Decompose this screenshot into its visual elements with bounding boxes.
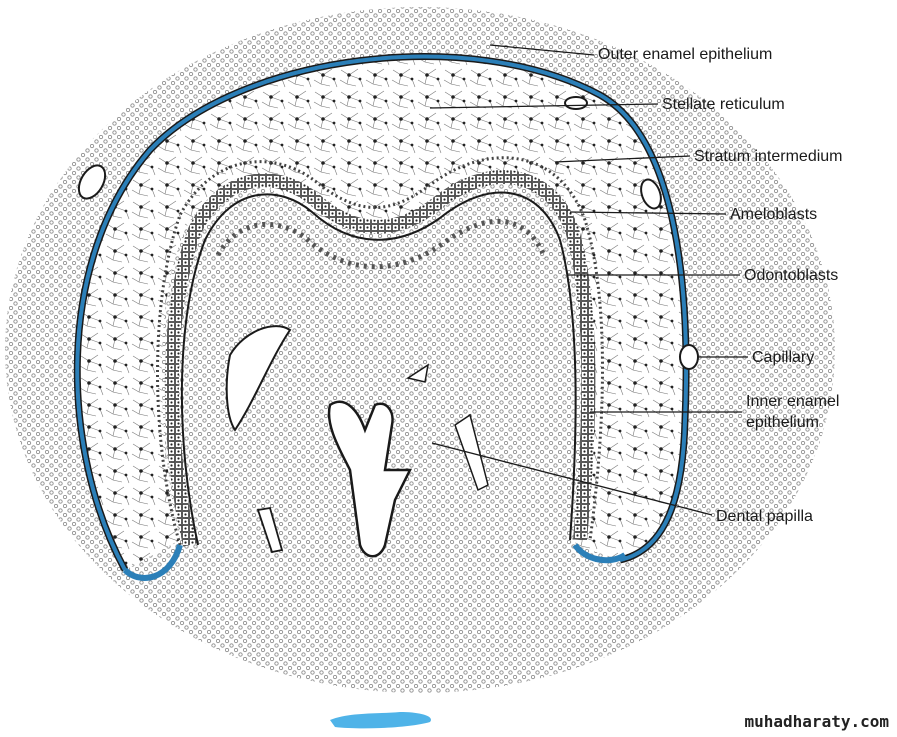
label-inner-enamel-epithelium-line1: Inner enamel — [746, 393, 840, 410]
dental-papilla-region — [196, 207, 561, 560]
label-dental-papilla: Dental papilla — [716, 508, 813, 525]
label-capillary: Capillary — [752, 349, 815, 366]
watermark-splash — [330, 712, 431, 729]
label-stellate-reticulum: Stellate reticulum — [662, 96, 785, 113]
label-inner-enamel-epithelium-line2: epithelium — [746, 414, 819, 431]
stratum-intermedium-layer — [156, 156, 604, 546]
ameloblast-layer — [164, 170, 596, 547]
leader-lines — [429, 44, 748, 516]
label-ameloblasts: Ameloblasts — [730, 206, 818, 223]
label-outer-enamel-epithelium: Outer enamel epithelium — [598, 46, 773, 63]
label-stratum-intermedium: Stratum intermedium — [694, 148, 843, 165]
label-odontoblasts: Odontoblasts — [744, 267, 839, 284]
watermark-text: muhadharaty.com — [744, 712, 890, 731]
inner-enamel-epithelium-line — [180, 191, 577, 546]
